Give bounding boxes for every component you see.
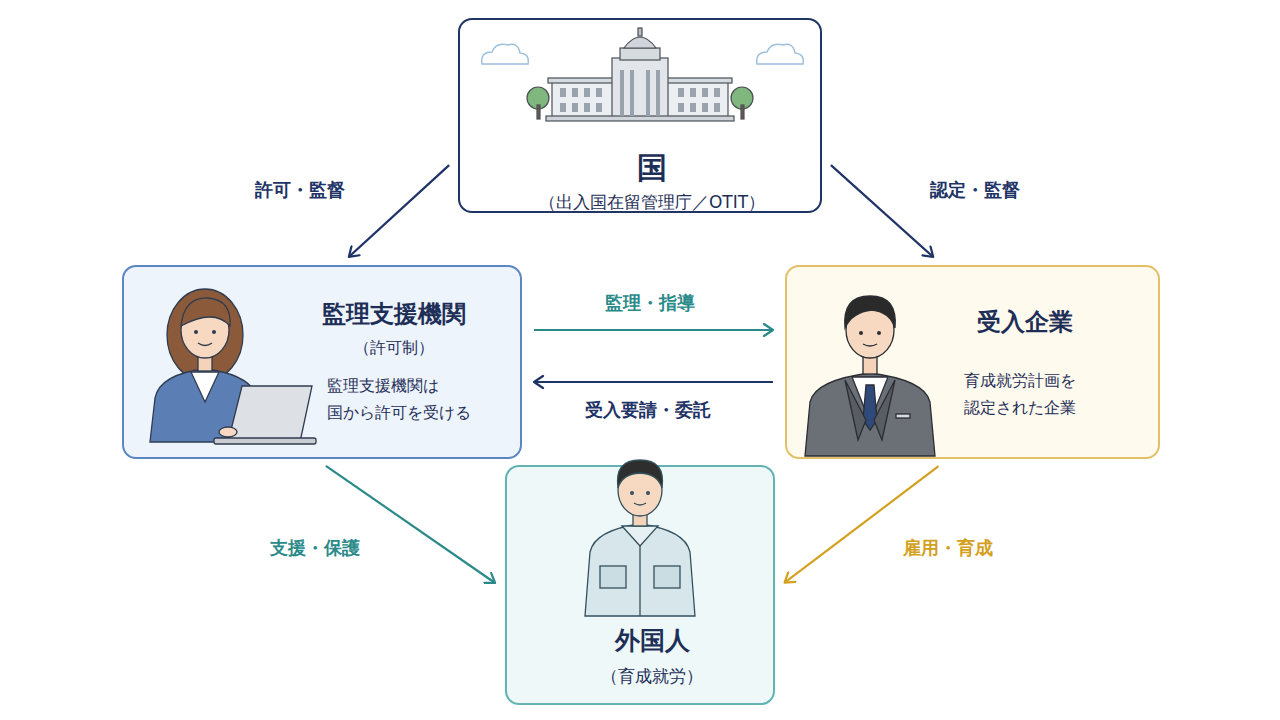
flow-arrow <box>785 466 939 582</box>
edge-label: 受入要請・委託 <box>585 398 711 422</box>
flow-arrow <box>534 329 773 331</box>
node-title: 外国人 <box>517 625 787 658</box>
node-description: 監理支援機関は 国から許可を受ける <box>327 372 512 426</box>
supervising-org-box: 監理支援機関 （許可制） 監理支援機関は 国から許可を受ける <box>122 265 522 459</box>
company-box: 受入企業育成就労計画を 認定された企業 <box>785 265 1160 459</box>
flow-arrow <box>534 381 773 383</box>
foreign-worker-box: 外国人（育成就労） <box>505 465 775 705</box>
edge-label: 雇用・育成 <box>903 536 993 560</box>
flow-arrow <box>831 165 933 257</box>
edge-label: 許可・監督 <box>255 178 345 202</box>
node-title: 国 <box>470 148 834 187</box>
edge-label: 認定・監督 <box>930 178 1020 202</box>
node-subtitle: （許可制） <box>294 338 494 359</box>
edge-label: 支援・保護 <box>270 536 360 560</box>
node-description: 育成就労計画を 認定された企業 <box>964 367 1144 421</box>
government-box: 国（出入国在留管理庁／OTIT） <box>458 18 822 213</box>
edge-label: 監理・指導 <box>605 291 695 315</box>
node-title: 監理支援機関 <box>294 299 494 330</box>
flow-arrow <box>349 165 449 257</box>
node-subtitle: （出入国在留管理庁／OTIT） <box>470 191 834 213</box>
node-subtitle: （育成就労） <box>517 665 787 687</box>
node-title: 受入企業 <box>947 307 1102 338</box>
flow-arrow <box>326 466 495 583</box>
